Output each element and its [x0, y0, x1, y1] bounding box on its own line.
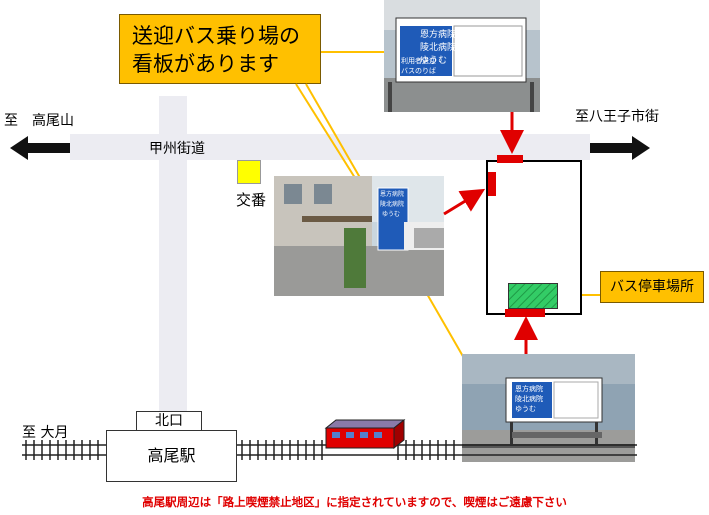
- photo-sign-hospital3: ゆうむ: [420, 56, 448, 66]
- koban-marker: [237, 160, 261, 184]
- bus-parking-area: [508, 283, 558, 309]
- photo-sign-hospital1: 恩方病院: [420, 30, 457, 40]
- photo-sign-pickup1: 利用者送迎: [401, 57, 436, 65]
- photo-street-view: 恩方病院 陵北病院 ゆうむ: [274, 176, 444, 296]
- takao-station: 高尾駅: [106, 430, 237, 482]
- direction-label-takaosan: 至 高尾山: [4, 113, 74, 129]
- sign-marker-top: [497, 155, 523, 163]
- photo-street-sign-hospital2: 陵北病院: [380, 201, 405, 208]
- photo-street-sign-hospital3: ゆうむ: [382, 211, 401, 218]
- photo-sign-hospital2: 陵北病院: [420, 43, 457, 53]
- train-icon: [324, 418, 406, 450]
- callout-signboard-line1: 送迎バス乗り場の: [132, 24, 300, 48]
- station-access-road: [159, 96, 187, 416]
- photo-bus-stop-hospital1: 恩方病院: [515, 385, 543, 393]
- direction-label-otsuki: 至 大月: [22, 425, 69, 441]
- road-label-koshu-kaido: 甲州街道: [149, 141, 205, 157]
- sign-marker-left: [488, 172, 496, 196]
- photo-sign-closeup: 恩方病院 陵北病院 ゆうむ 利用者送迎 バスのりば: [384, 0, 540, 112]
- direction-label-hachioji: 至八王子市街: [575, 109, 659, 125]
- koban-label: 交番: [236, 191, 267, 209]
- photo-street-view-drawing: [274, 176, 444, 296]
- photo-bus-stop-drawing: [462, 354, 635, 462]
- west-arrow-icon: [10, 136, 70, 160]
- photo-street-sign-hospital1: 恩方病院: [380, 191, 405, 198]
- photo-sign-pickup2: バスのりば: [401, 67, 436, 75]
- sign-marker-bottom: [505, 309, 545, 317]
- callout-signboard: 送迎バス乗り場の 看板があります: [119, 14, 321, 84]
- photo-bus-stop-hospital3: ゆうむ: [515, 405, 536, 413]
- photo-bus-stop-hospital2: 陵北病院: [515, 395, 543, 403]
- photo-bus-stop-sign: 恩方病院 陵北病院 ゆうむ: [462, 354, 635, 462]
- no-smoking-notice: 高尾駅周辺は「路上喫煙禁止地区」に指定されていますので、喫煙はご遠慮下さい: [142, 495, 567, 509]
- north-exit-label: 北口: [136, 411, 202, 431]
- east-arrow-icon: [590, 136, 650, 160]
- callout-bus-stop: バス停車場所: [600, 271, 704, 303]
- photo-sign-closeup-drawing: [384, 0, 540, 112]
- callout-signboard-line2: 看板があります: [132, 52, 279, 76]
